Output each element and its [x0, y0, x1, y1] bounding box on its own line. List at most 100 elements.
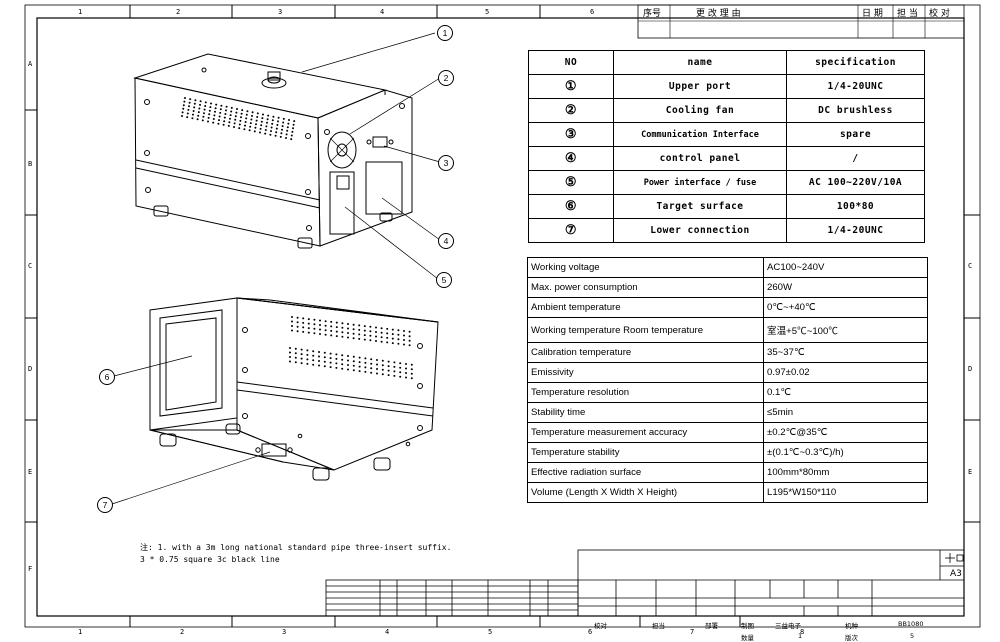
spec-key: Volume (Length X Width X Height) — [527, 482, 764, 503]
zone-left-d: D — [28, 365, 33, 373]
spec-key: Effective radiation surface — [527, 462, 764, 483]
callout-6: 6 — [99, 369, 115, 385]
zone-bottom-2: 2 — [180, 628, 185, 636]
rev-header-no: 序号 — [643, 9, 662, 19]
spec-key: Temperature measurement accuracy — [527, 422, 764, 443]
zone-right-e: E — [968, 468, 973, 476]
component-spec: / — [786, 146, 925, 171]
header-spec: specification — [786, 50, 925, 75]
component-no: ⑥ — [528, 194, 614, 219]
component-row: ② Cooling fan DC brushless — [528, 98, 925, 123]
spec-key: Temperature stability — [527, 442, 764, 463]
tb-owner: 担当 — [652, 622, 665, 630]
component-spec: DC brushless — [786, 98, 925, 123]
spec-row: Temperature measurement accuracy±0.2℃@35… — [527, 422, 928, 443]
component-spec: 1/4-20UNC — [786, 218, 925, 243]
header-name: name — [613, 50, 787, 75]
tb-company: 三益电子 — [775, 622, 801, 630]
spec-key: Working temperature Room temperature — [527, 317, 764, 343]
zone-left-e: E — [28, 468, 33, 476]
spec-key: Stability time — [527, 402, 764, 423]
component-no: ② — [528, 98, 614, 123]
spec-value: 100mm*80mm — [763, 462, 928, 483]
zone-right-c: C — [968, 262, 973, 270]
spec-value: 35~37℃ — [763, 342, 928, 363]
component-no: ① — [528, 74, 614, 99]
component-row: ③ Communication Interface spare — [528, 122, 925, 147]
spec-value: AC100~240V — [763, 257, 928, 278]
header-no: NO — [528, 50, 614, 75]
spec-row: Temperature stability±(0.1℃~0.3℃)/h) — [527, 442, 928, 463]
tb-drawn: 制图 — [741, 622, 754, 630]
rev-header-check: 校 对 — [929, 9, 950, 19]
zone-right-d: D — [968, 365, 973, 373]
component-name: control panel — [613, 146, 787, 171]
zone-top-4: 4 — [380, 8, 385, 16]
component-spec: 1/4-20UNC — [786, 74, 925, 99]
component-row: ④ control panel / — [528, 146, 925, 171]
spec-key: Working voltage — [527, 257, 764, 278]
component-row: ⑥ Target surface 100*80 — [528, 194, 925, 219]
component-row: ⑤ Power interface / fuse AC 100~220V/10A — [528, 170, 925, 195]
note-line-2: 3 * 0.75 square 3c black line — [140, 555, 280, 564]
component-row: ① Upper port 1/4-20UNC — [528, 74, 925, 99]
spec-value: 0℃~+40℃ — [763, 297, 928, 318]
tb-model-label: 机种 — [845, 622, 858, 630]
component-name: Target surface — [613, 194, 787, 219]
tb-rev-label: 版次 — [845, 634, 858, 642]
tb-check: 校对 — [594, 622, 607, 630]
spec-value: 室温+5℃~100℃ — [763, 317, 928, 343]
sheet-size: A3 — [950, 569, 962, 579]
spec-row: Volume (Length X Width X Height)L195*W15… — [527, 482, 928, 503]
zone-bottom-6: 6 — [588, 628, 593, 636]
callout-7: 7 — [97, 497, 113, 513]
component-name: Communication Interface — [613, 122, 787, 147]
spec-value: ±0.2℃@35℃ — [763, 422, 928, 443]
spec-value: L195*W150*110 — [763, 482, 928, 503]
zone-top-2: 2 — [176, 8, 181, 16]
tb-rev: 5 — [910, 632, 915, 640]
zone-bottom-4: 4 — [385, 628, 390, 636]
rev-header-owner: 担 当 — [897, 9, 918, 19]
tb-dept: 部署 — [705, 622, 718, 630]
spec-value: 0.97±0.02 — [763, 362, 928, 383]
component-no: ⑦ — [528, 218, 614, 243]
zone-bottom-3: 3 — [282, 628, 287, 636]
tb-qty-label: 数量 — [741, 634, 754, 642]
component-spec: 100*80 — [786, 194, 925, 219]
zone-left-f: F — [28, 565, 33, 573]
zone-left-c: C — [28, 262, 33, 270]
component-no: ③ — [528, 122, 614, 147]
spec-value: ≤5min — [763, 402, 928, 423]
component-no: ④ — [528, 146, 614, 171]
component-row: ⑦ Lower connection 1/4-20UNC — [528, 218, 925, 243]
spec-row: Stability time≤5min — [527, 402, 928, 423]
zone-left-b: B — [28, 160, 33, 168]
callout-5: 5 — [436, 272, 452, 288]
rev-header-reason: 更 改 理 由 — [696, 9, 741, 19]
zone-top-3: 3 — [278, 8, 283, 16]
zone-bottom-5: 5 — [488, 628, 493, 636]
zone-bottom-8: 8 — [800, 628, 805, 636]
component-table-header: NO name specification — [528, 50, 925, 75]
zone-bottom-1: 1 — [78, 628, 83, 636]
callout-2: 2 — [438, 70, 454, 86]
rev-header-date: 日 期 — [862, 9, 883, 19]
zone-bottom-7: 7 — [690, 628, 695, 636]
component-no: ⑤ — [528, 170, 614, 195]
spec-value: ±(0.1℃~0.3℃)/h) — [763, 442, 928, 463]
spec-key: Temperature resolution — [527, 382, 764, 403]
component-name: Power interface / fuse — [613, 170, 787, 195]
callout-3: 3 — [438, 155, 454, 171]
component-name: Lower connection — [613, 218, 787, 243]
callout-1: 1 — [437, 25, 453, 41]
